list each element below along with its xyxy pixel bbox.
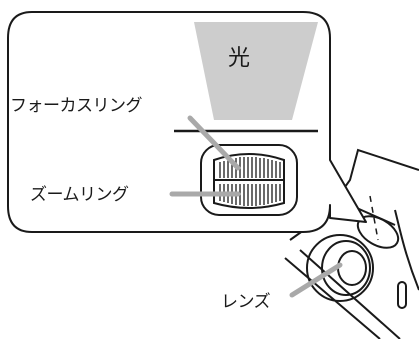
focus-ring-label: フォーカスリング [10,96,143,116]
focus-ring-icon [219,157,281,178]
lens-icon [306,234,374,302]
focus-ring-pointer [187,115,241,171]
light-label: 光 [228,46,251,71]
lens-pointer [289,262,343,298]
side-indicator-icon [397,281,407,309]
ring-mechanism [200,144,298,216]
lens-label: レンズ [221,292,271,312]
zoom-ring-label: ズームリング [30,185,129,205]
light-beam-icon [194,22,318,120]
